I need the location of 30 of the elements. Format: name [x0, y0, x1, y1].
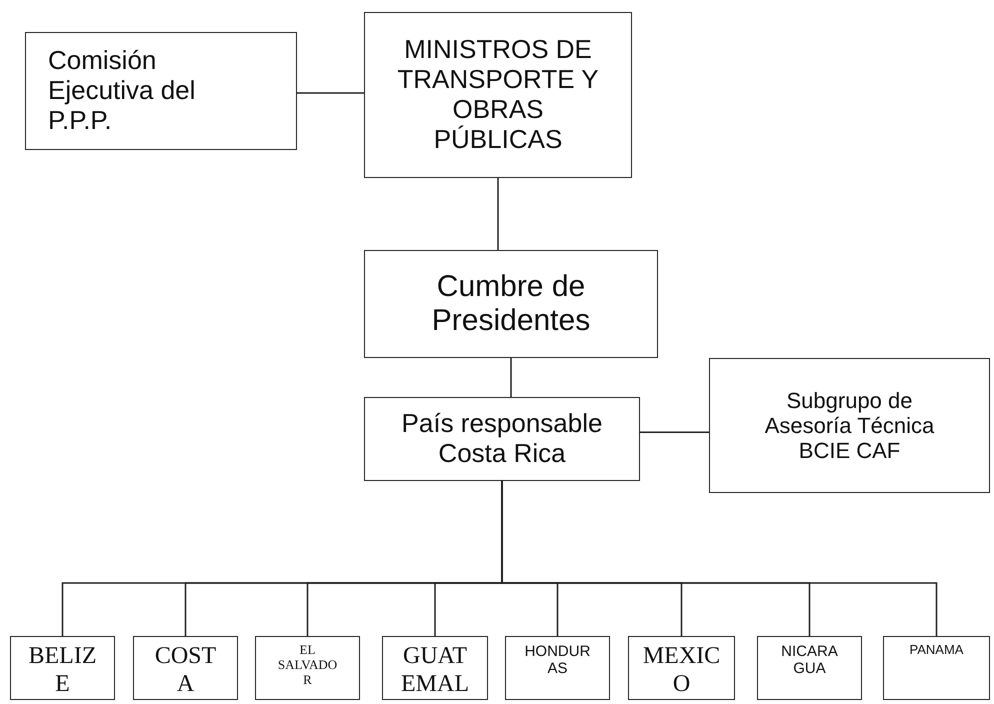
country-name: PANAMA — [908, 643, 964, 658]
connector-line — [640, 432, 709, 433]
country-box — [133, 636, 238, 700]
connector-line — [510, 358, 512, 397]
country-name: COST A — [154, 643, 218, 698]
box-label: Subgrupo de Asesoría Técnica BCIE CAF — [764, 388, 936, 464]
box-label: Comisión Ejecutiva del P.P.P. — [48, 46, 196, 136]
country-name: MEXIC O — [642, 643, 722, 698]
org-box — [709, 358, 990, 493]
country-name: BELIZ E — [28, 643, 98, 698]
country-box — [628, 636, 735, 700]
country-box — [757, 636, 862, 700]
connector-line — [497, 178, 499, 250]
org-box — [364, 397, 640, 481]
country-name: HONDUR AS — [524, 643, 592, 678]
org-box — [364, 12, 632, 178]
country-box — [505, 636, 610, 700]
country-box — [255, 636, 360, 700]
country-name: GUAT EMAL — [400, 643, 470, 698]
org-box — [25, 32, 297, 150]
box-label: MINISTROS DE TRANSPORTE Y OBRAS PÚBLICAS — [396, 35, 600, 155]
country-name: EL SALVADO R — [276, 643, 338, 688]
country-box — [883, 636, 990, 700]
country-name: NICARA GUA — [780, 643, 839, 678]
country-box — [382, 636, 488, 700]
connector-line — [297, 92, 364, 94]
box-label: País responsable Costa Rica — [400, 409, 604, 469]
box-label: Cumbre de Presidentes — [430, 270, 592, 338]
org-box — [364, 250, 658, 358]
country-box — [10, 636, 115, 700]
